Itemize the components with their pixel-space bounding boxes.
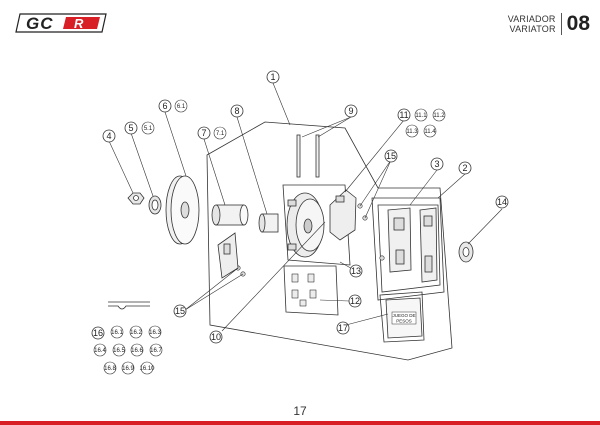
section-number: 08 xyxy=(566,12,590,35)
callout-16-5: 16.5 xyxy=(113,348,125,354)
part-16-clip xyxy=(108,301,150,310)
callout-3: 3 xyxy=(434,159,439,169)
callout-11-1: 11.1 xyxy=(415,113,427,119)
callout-16: 16 xyxy=(93,328,103,338)
callout-5: 5 xyxy=(128,123,133,133)
part-5-washer xyxy=(148,195,162,215)
callout-7: 7 xyxy=(201,128,206,138)
part-3-bracket xyxy=(387,207,412,273)
callout-labels: 1 2 3 4 5 6 7 8 9 10 11 12 13 14 15 15 1… xyxy=(91,70,509,344)
callout-16-10: 16.10 xyxy=(139,366,155,372)
callout-16-7: 16.7 xyxy=(150,348,162,354)
callout-16-2: 16.2 xyxy=(130,330,142,336)
callout-11-3: 11.3 xyxy=(406,129,418,135)
part-14-washer xyxy=(458,241,474,263)
callout-8: 8 xyxy=(234,106,239,116)
callout-16-3: 16.3 xyxy=(149,330,161,336)
callout-10: 10 xyxy=(211,332,221,342)
callout-11-4: 11.4 xyxy=(424,129,436,135)
callout-16-4: 16.4 xyxy=(94,348,106,354)
header-divider xyxy=(560,13,562,35)
callout-12: 12 xyxy=(350,296,360,306)
callout-4: 4 xyxy=(106,131,111,141)
part-17-weight-kit: JUEGO DE PESOS xyxy=(385,297,423,339)
footer-bar xyxy=(0,421,600,425)
subpart-callouts: 5.1 6.1 7.1 11.1 11.2 11.3 11.4 16.1 16.… xyxy=(93,99,446,375)
part-6-pulley-disc xyxy=(165,175,200,245)
callout-6-1: 6.1 xyxy=(177,104,186,110)
part-4-nut xyxy=(127,192,145,205)
callout-9: 9 xyxy=(348,106,353,116)
section-title-en: VARIATOR xyxy=(509,24,556,34)
part-12-sliders xyxy=(291,273,317,307)
part-13-variator-body xyxy=(286,192,325,258)
kit-label-line1: JUEGO DE xyxy=(392,313,415,318)
callout-16-1: 16.1 xyxy=(111,330,123,336)
part-10-bracket xyxy=(217,232,239,279)
callout-13: 13 xyxy=(351,266,361,276)
part-8-sleeve xyxy=(258,213,279,233)
svg-text:GC: GC xyxy=(26,14,54,33)
assembly-frames xyxy=(206,121,453,361)
callout-16-6: 16.6 xyxy=(131,348,143,354)
part-9-rods xyxy=(296,134,320,178)
callout-14: 14 xyxy=(497,197,507,207)
leader-lines xyxy=(108,82,503,332)
callout-11-2: 11.2 xyxy=(433,113,445,119)
callout-15-right: 15 xyxy=(386,151,396,161)
callout-15-left: 15 xyxy=(175,306,185,316)
gcr-logo: GC R xyxy=(15,13,107,33)
callout-2: 2 xyxy=(462,163,467,173)
callout-11: 11 xyxy=(399,110,408,120)
part-7-bushing xyxy=(211,204,249,226)
callout-16-8: 16.8 xyxy=(104,366,116,372)
part-11-ramp-plate xyxy=(329,189,357,241)
callout-1: 1 xyxy=(270,72,275,82)
callout-16-9: 16.9 xyxy=(122,366,134,372)
callout-6: 6 xyxy=(162,101,167,111)
page-number: 17 xyxy=(293,404,307,418)
callout-17: 17 xyxy=(338,323,348,333)
section-title-es: VARIADOR xyxy=(507,14,556,24)
kit-label-line2: PESOS xyxy=(396,319,412,324)
callout-7-1: 7.1 xyxy=(216,131,225,137)
svg-text:R: R xyxy=(74,16,84,31)
part-2-bracket xyxy=(419,207,438,283)
callout-5-1: 5.1 xyxy=(144,126,153,132)
section-header: VARIADOR VARIATOR 08 xyxy=(508,12,590,36)
